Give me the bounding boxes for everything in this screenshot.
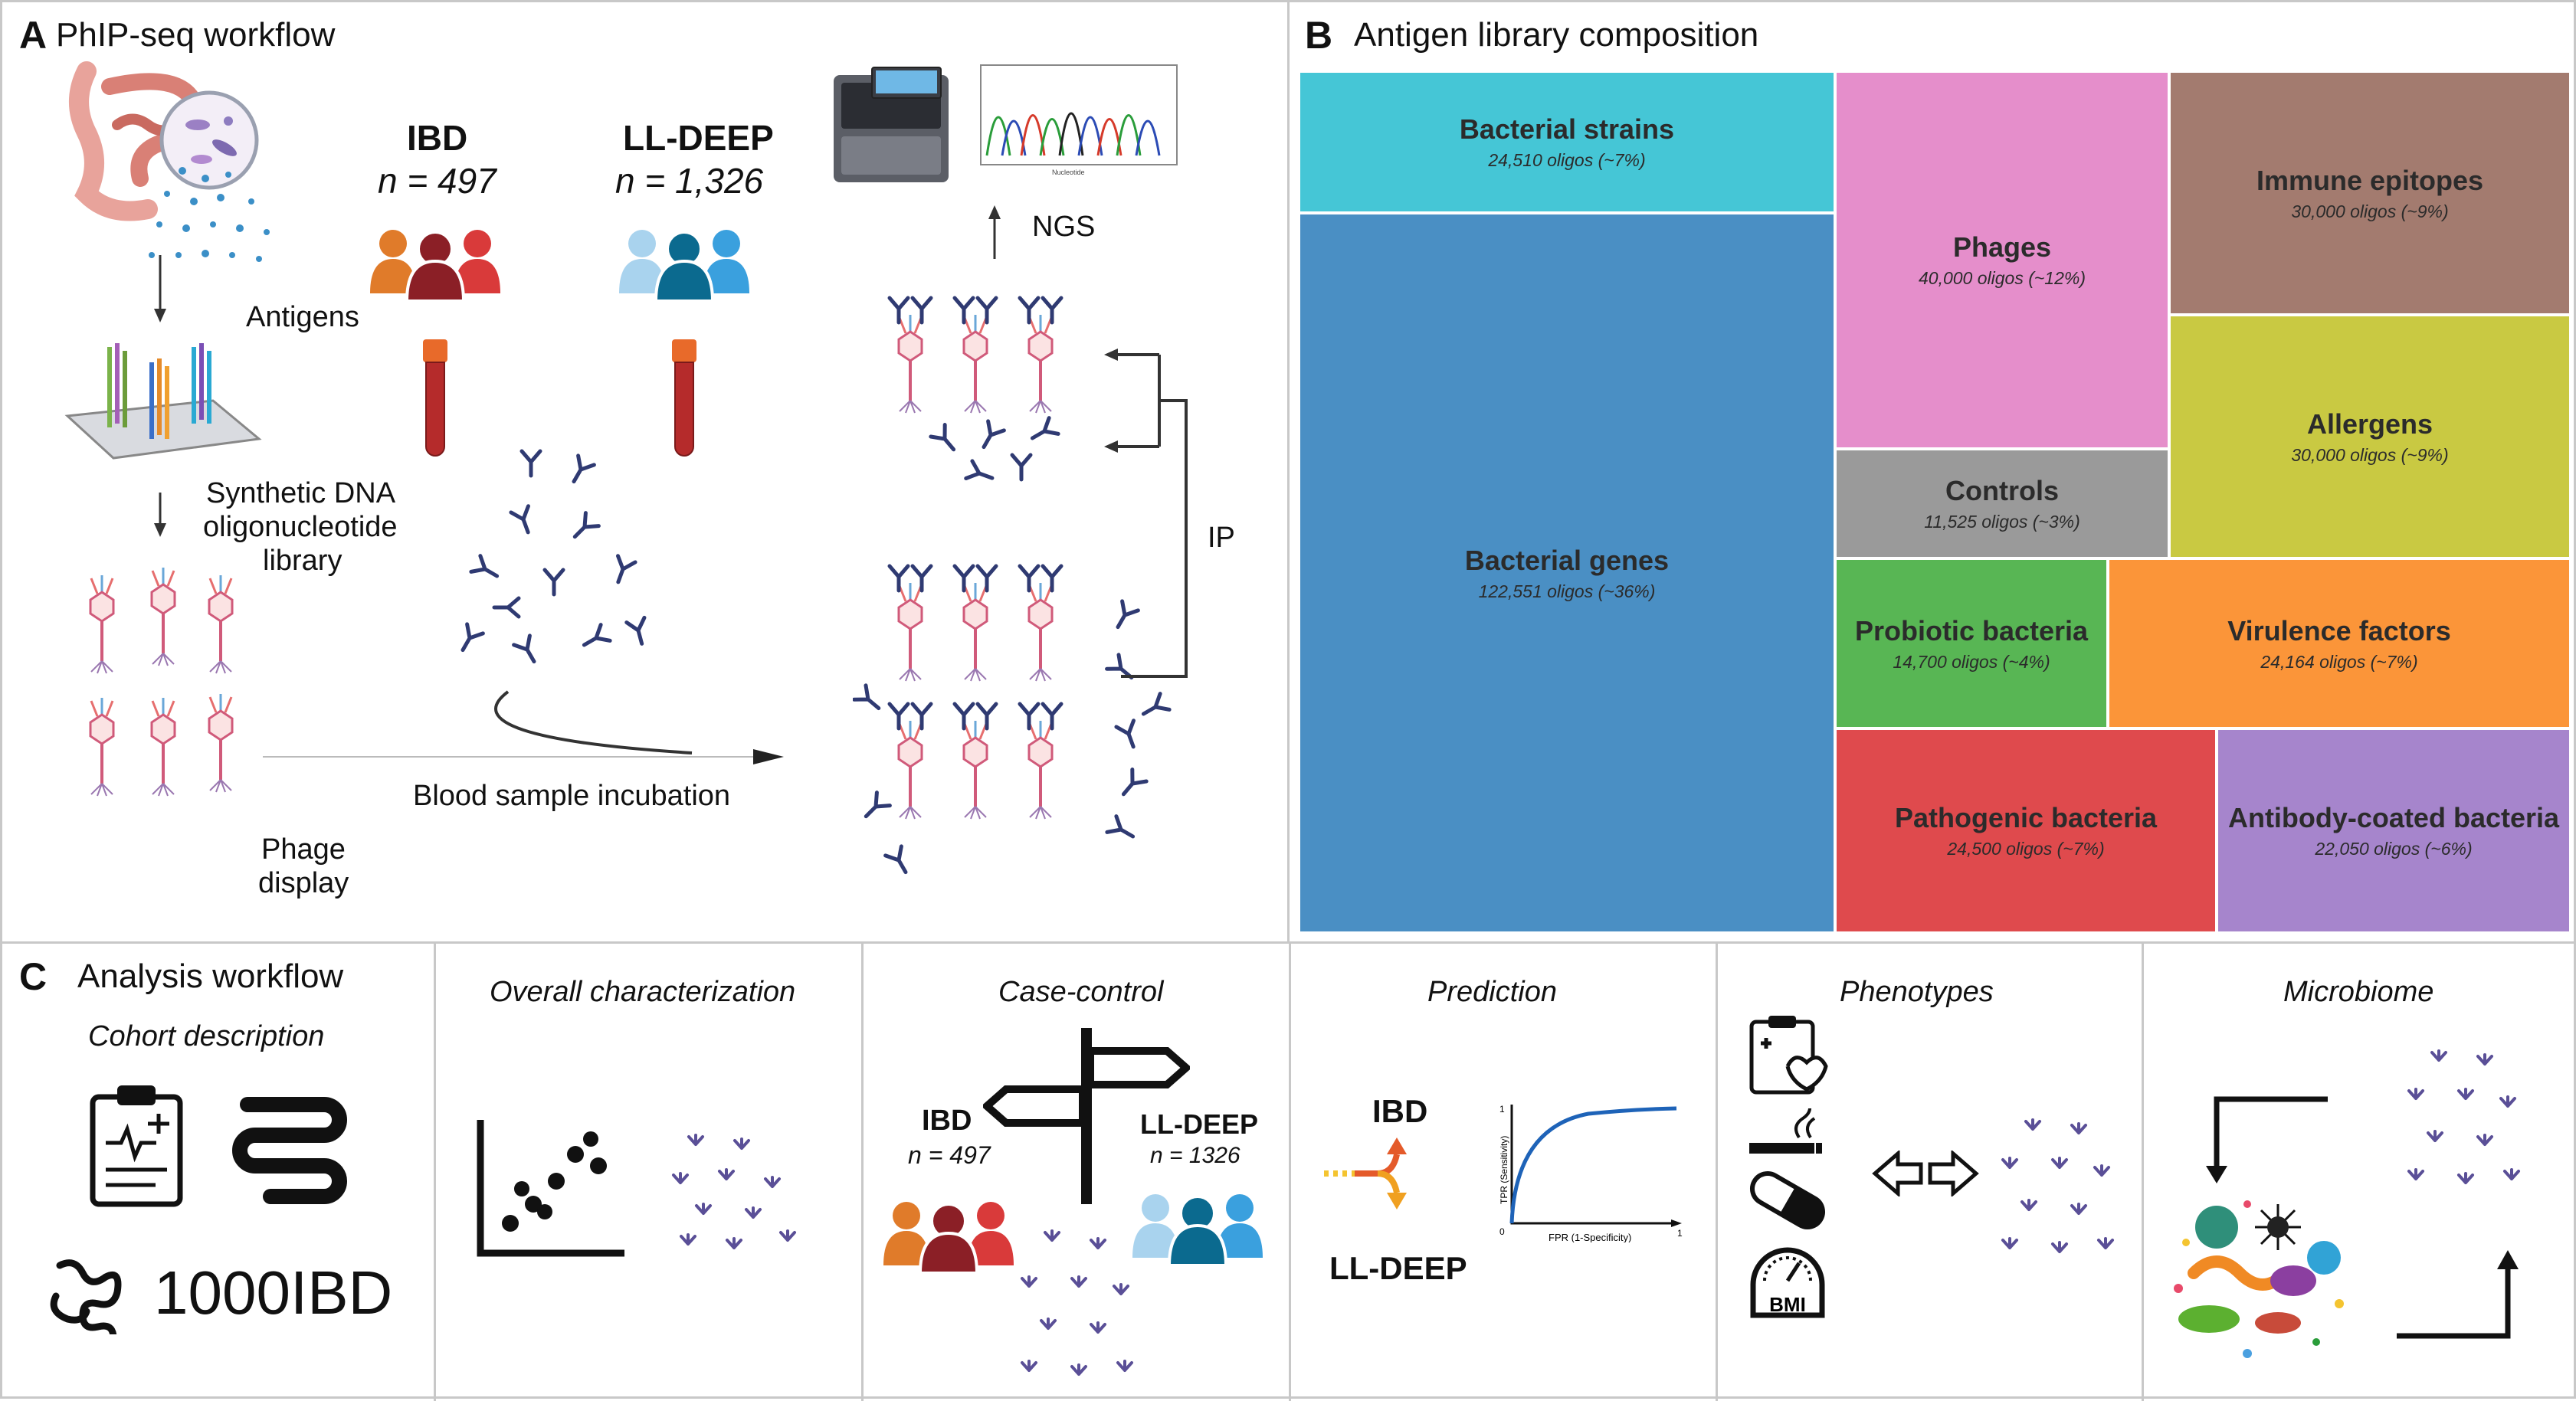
roc-curve: 1 0 1 FPR (1-Specificity) TPR (Sensitivi… <box>1499 1105 1683 1242</box>
cc-lldeep-n: n = 1326 <box>1150 1143 1240 1168</box>
roc-zero: 0 <box>1499 1226 1505 1237</box>
cc-lldeep-people-icon <box>1132 1194 1263 1265</box>
bmi-label: BMI <box>1769 1293 1806 1316</box>
overall-characterization-title: Overall characterization <box>490 976 796 1008</box>
double-arrow-icon <box>1872 1151 1979 1196</box>
panel-c-title: Analysis workflow <box>77 957 344 995</box>
library-label-1: Synthetic DNA <box>206 477 396 509</box>
antigens-label: Antigens <box>246 301 359 333</box>
cohort-lldeep-name: LL-DEEP <box>623 118 774 158</box>
sequencer-icon <box>834 67 949 182</box>
panel-a: A PhIP-seq workflow Antigens <box>0 0 1290 944</box>
blood-tube-lldeep-icon <box>672 339 696 457</box>
phenotype-antibodies-icon <box>2001 1118 2114 1253</box>
microbiome-title: Microbiome <box>2283 976 2434 1008</box>
library-label-2: oligonucleotide <box>203 511 398 543</box>
phage-label-1: Phage <box>261 833 346 866</box>
tile-bacterial-strains: Bacterial strains 24,510 oligos (~7%) <box>1299 71 1835 213</box>
cohort-ibd-n: n = 497 <box>378 161 497 201</box>
panel-a-letter: A <box>19 14 48 57</box>
tile-bacterial-genes: Bacterial genes 122,551 oligos (~36%) <box>1299 213 1835 933</box>
tile-controls: Controls 11,525 oligos (~3%) <box>1835 449 2169 558</box>
divider-5 <box>2142 944 2144 1401</box>
scatter-plot-icon <box>477 1120 624 1257</box>
arrow-down-1 <box>154 255 166 322</box>
cohort-description-title: Cohort description <box>88 1020 325 1052</box>
tile-antibody-coated-bacteria: Antibody-coated bacteria 22,050 oligos (… <box>2217 728 2571 933</box>
arrow-to-microbes <box>2206 1096 2328 1183</box>
panel-c-letter: C <box>19 955 48 998</box>
case-control-title: Case-control <box>998 976 1164 1008</box>
signpost-icon <box>983 1028 1190 1204</box>
divider-1 <box>434 944 436 1401</box>
phage-display-icon <box>89 566 234 797</box>
antibodies-cloud-icon <box>439 447 684 707</box>
medical-clipboard-icon <box>1749 1016 1828 1095</box>
ngs-label: NGS <box>1032 211 1096 243</box>
tile-phages: Phages 40,000 oligos (~12%) <box>1835 71 2169 449</box>
pred-ibd-label: IBD <box>1372 1093 1428 1129</box>
ibd-people-icon <box>370 230 500 301</box>
cc-ibd-label: IBD <box>922 1105 972 1137</box>
incubation-label: Blood sample incubation <box>413 780 731 812</box>
roc-y-label: TPR (Sensitivity) <box>1499 1136 1509 1204</box>
divider-4 <box>1716 944 1718 1401</box>
brand-1000ibd: 1000IBD <box>154 1259 393 1327</box>
chromatogram-axis-label: Nucleotide <box>1052 169 1085 176</box>
prediction-title: Prediction <box>1427 976 1557 1008</box>
arrow-up-ngs <box>988 205 1001 259</box>
cohort-ibd-name: IBD <box>407 118 468 158</box>
microbes-cluster-icon <box>2174 1200 2344 1358</box>
phage-label-2: display <box>258 867 349 899</box>
smoking-icon <box>1749 1108 1822 1154</box>
library-label-3: library <box>263 545 342 577</box>
panel-a-title: PhIP-seq workflow <box>56 16 336 54</box>
blood-tube-ibd-icon <box>423 339 447 457</box>
tile-allergens: Allergens 30,000 oligos (~9%) <box>2169 315 2571 558</box>
arrow-from-microbes <box>2397 1250 2519 1339</box>
bound-phages-top-icon <box>868 286 1098 493</box>
incubation-arrow <box>263 690 784 764</box>
treemap: Bacterial strains 24,510 oligos (~7%) Ba… <box>1299 71 2571 933</box>
cohort-lldeep-n: n = 1,326 <box>615 161 764 201</box>
roc-x-one: 1 <box>1677 1228 1683 1239</box>
cc-antibodies-icon <box>1021 1229 1133 1376</box>
brain-knot-icon <box>50 1259 122 1334</box>
cc-ibd-n: n = 497 <box>908 1141 991 1169</box>
antigen-dots-icon <box>149 167 270 262</box>
fork-arrow-icon <box>1324 1137 1407 1210</box>
arrow-down-2 <box>154 493 166 537</box>
tile-immune-epitopes: Immune epitopes 30,000 oligos (~9%) <box>2169 71 2571 315</box>
microbiome-antibodies-icon <box>2407 1049 2520 1184</box>
roc-x-label: FPR (1-Specificity) <box>1549 1232 1631 1242</box>
panel-b-title: Antigen library composition <box>1354 16 1759 54</box>
microbe-magnifier-icon <box>159 90 259 190</box>
tile-probiotic-bacteria: Probiotic bacteria 14,700 oligos (~4%) <box>1835 558 2108 728</box>
ip-label: IP <box>1208 522 1235 554</box>
pill-icon <box>1750 1171 1825 1229</box>
lldeep-people-icon <box>619 230 749 301</box>
intestine-outline-icon <box>232 1097 347 1204</box>
cc-lldeep-label: LL-DEEP <box>1140 1108 1259 1140</box>
chromatogram-icon: Nucleotide <box>980 64 1178 176</box>
antibodies-small-icon <box>672 1134 796 1249</box>
ip-loop-arrow <box>1104 349 1188 678</box>
panel-b: B Antigen library composition Bacterial … <box>1287 0 2576 944</box>
divider-2 <box>861 944 864 1401</box>
dna-library-icon <box>64 343 262 460</box>
clipboard-icon <box>90 1085 183 1207</box>
tile-pathogenic-bacteria: Pathogenic bacteria 24,500 oligos (~7%) <box>1835 728 2217 933</box>
cc-ibd-people-icon <box>883 1202 1014 1273</box>
roc-y-one: 1 <box>1499 1105 1505 1115</box>
bmi-gauge-icon: BMI <box>1750 1247 1825 1318</box>
divider-3 <box>1289 944 1291 1401</box>
tile-virulence-factors: Virulence factors 24,164 oligos (~7%) <box>2108 558 2571 728</box>
panel-c: C Analysis workflow Cohort description 1… <box>0 941 2576 1401</box>
panel-b-letter: B <box>1305 14 1333 57</box>
pred-lldeep-label: LL-DEEP <box>1329 1250 1467 1286</box>
phenotypes-title: Phenotypes <box>1840 976 1994 1008</box>
